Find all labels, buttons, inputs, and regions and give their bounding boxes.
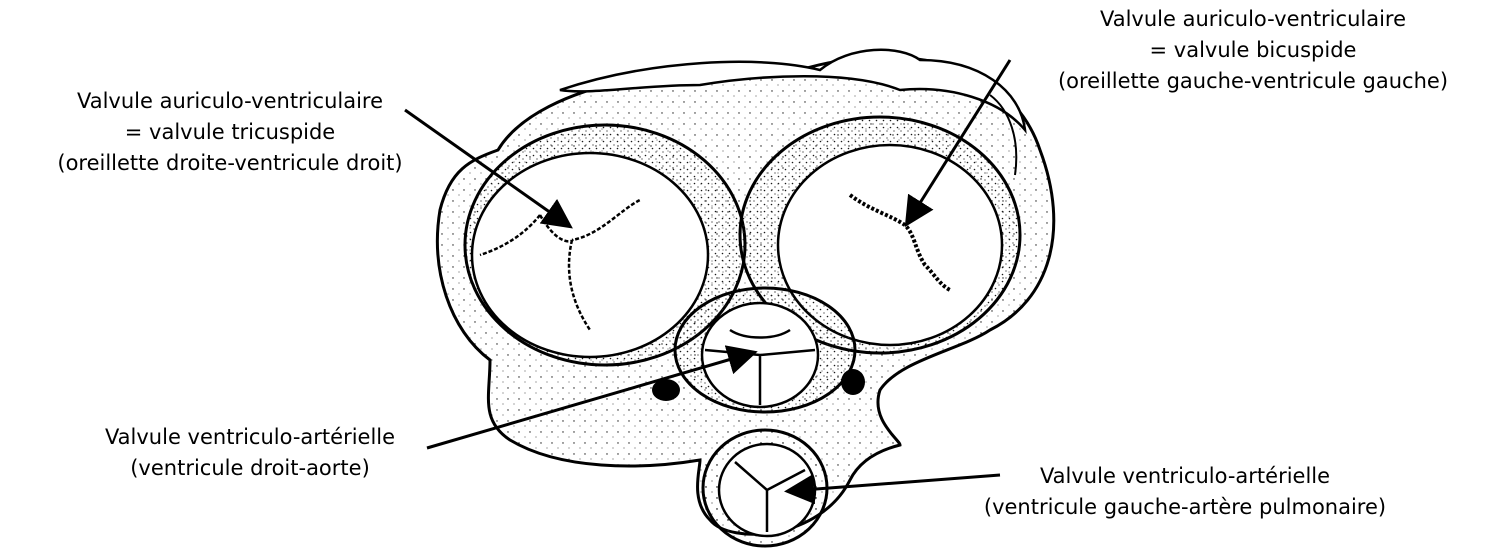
label-bicuspid-line1: Valvule auriculo-ventriculaire: [1020, 4, 1486, 35]
label-tricuspid-line1: Valvule auriculo-ventriculaire: [4, 86, 456, 117]
label-tricuspid: Valvule auriculo-ventriculaire = valvule…: [4, 86, 456, 179]
coronary-ostium-right: [841, 369, 865, 395]
label-pulmonary-line2: (ventricule gauche-artère pulmonaire): [935, 492, 1435, 523]
label-pulmonary-line1: Valvule ventriculo-artérielle: [935, 461, 1435, 492]
label-tricuspid-line2: = valvule tricuspide: [4, 117, 456, 148]
label-aortic: Valvule ventriculo-artérielle (ventricul…: [60, 422, 440, 484]
label-pulmonary: Valvule ventriculo-artérielle (ventricul…: [935, 461, 1435, 523]
label-bicuspid-line2: = valvule bicuspide: [1020, 35, 1486, 66]
label-aortic-line1: Valvule ventriculo-artérielle: [60, 422, 440, 453]
label-bicuspid-line3: (oreillette gauche-ventricule gauche): [1020, 66, 1486, 97]
label-bicuspid: Valvule auriculo-ventriculaire = valvule…: [1020, 4, 1486, 97]
label-aortic-line2: (ventricule droit-aorte): [60, 453, 440, 484]
label-tricuspid-line3: (oreillette droite-ventricule droit): [4, 148, 456, 179]
